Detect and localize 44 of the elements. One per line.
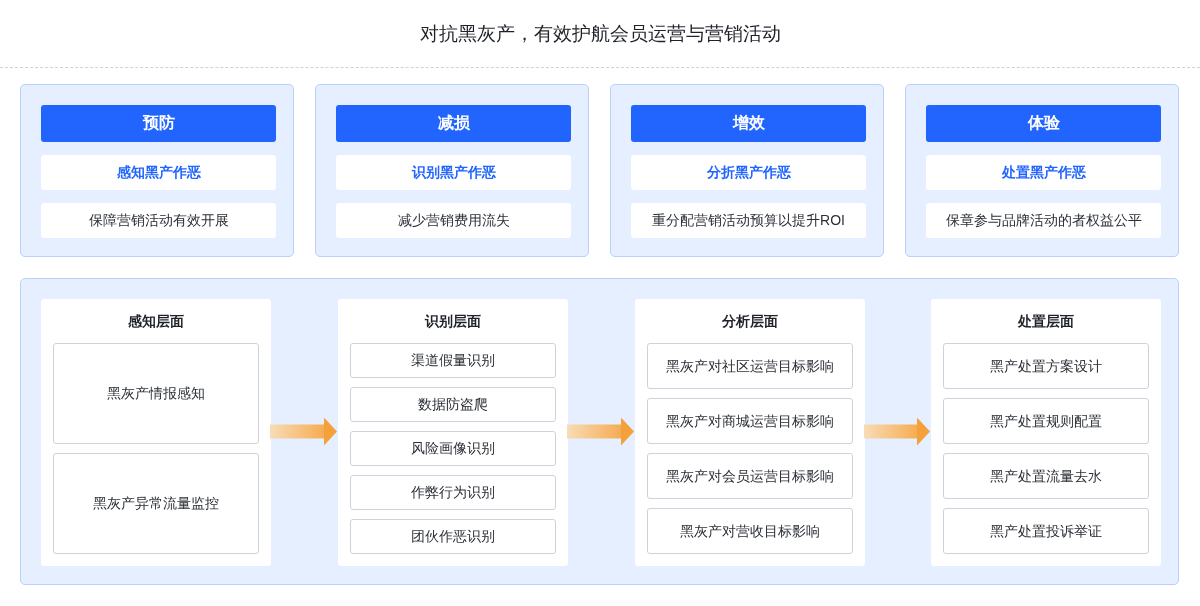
- layer-panel: [41, 299, 271, 566]
- category-header: 体验: [926, 105, 1161, 142]
- capability-item: 作弊行为识别: [350, 475, 556, 510]
- category-card: [610, 84, 884, 257]
- flow-arrow: [270, 417, 337, 446]
- layers-panel: [20, 278, 1179, 585]
- goal-description: 保章参与品牌活动的者权益公平: [926, 203, 1161, 238]
- goal-description: 保障营销活动有效开展: [41, 203, 276, 238]
- capability-item: 黑灰产情报感知: [53, 343, 259, 444]
- goal-description: 重分配营销活动预算以提升ROI: [631, 203, 866, 238]
- diagram-title: 对抗黑灰产，有效护航会员运营与营销活动: [419, 22, 781, 46]
- goal-tag: 处置黑产作恶: [926, 155, 1161, 190]
- capability-item: 黑灰产对营收目标影响: [647, 508, 853, 554]
- goal-description: 减少营销费用流失: [336, 203, 571, 238]
- capability-item: 黑产处置规则配置: [943, 398, 1149, 444]
- capability-item: 渠道假量识别: [350, 343, 556, 378]
- layer-heading: 处置层面: [1018, 312, 1074, 331]
- goal-tag: 分折黑产作恶: [631, 155, 866, 190]
- layer-panel: [338, 299, 568, 566]
- capability-item: 数据防盗爬: [350, 387, 556, 422]
- capability-item: 黑灰产异常流量监控: [53, 453, 259, 554]
- flow-arrow: [567, 417, 634, 446]
- layer-heading: 分析层面: [722, 312, 778, 331]
- layer-heading: 感知层面: [128, 312, 184, 331]
- capability-item: 黑灰产对会员运营目标影响: [647, 453, 853, 499]
- layer-heading: 识别层面: [425, 312, 481, 331]
- category-card: [315, 84, 589, 257]
- capability-item: 团伙作恶识别: [350, 519, 556, 554]
- category-card: [20, 84, 294, 257]
- category-header: 预防: [41, 105, 276, 142]
- capability-item: 黑产处置投诉举证: [943, 508, 1149, 554]
- layer-panel: [635, 299, 865, 566]
- capability-item: 风险画像识别: [350, 431, 556, 466]
- capability-item: 黑灰产对社区运营目标影响: [647, 343, 853, 389]
- layer-panel: [931, 299, 1161, 566]
- goal-tag: 感知黑产作恶: [41, 155, 276, 190]
- category-header: 增效: [631, 105, 866, 142]
- category-card: [905, 84, 1179, 257]
- capability-item: 黑产处置流量去水: [943, 453, 1149, 499]
- capability-item: 黑产处置方案设计: [943, 343, 1149, 389]
- goal-tag: 识别黑产作恶: [336, 155, 571, 190]
- flow-arrow: [864, 417, 930, 446]
- category-header: 减损: [336, 105, 571, 142]
- capability-item: 黑灰产对商城运营目标影响: [647, 398, 853, 444]
